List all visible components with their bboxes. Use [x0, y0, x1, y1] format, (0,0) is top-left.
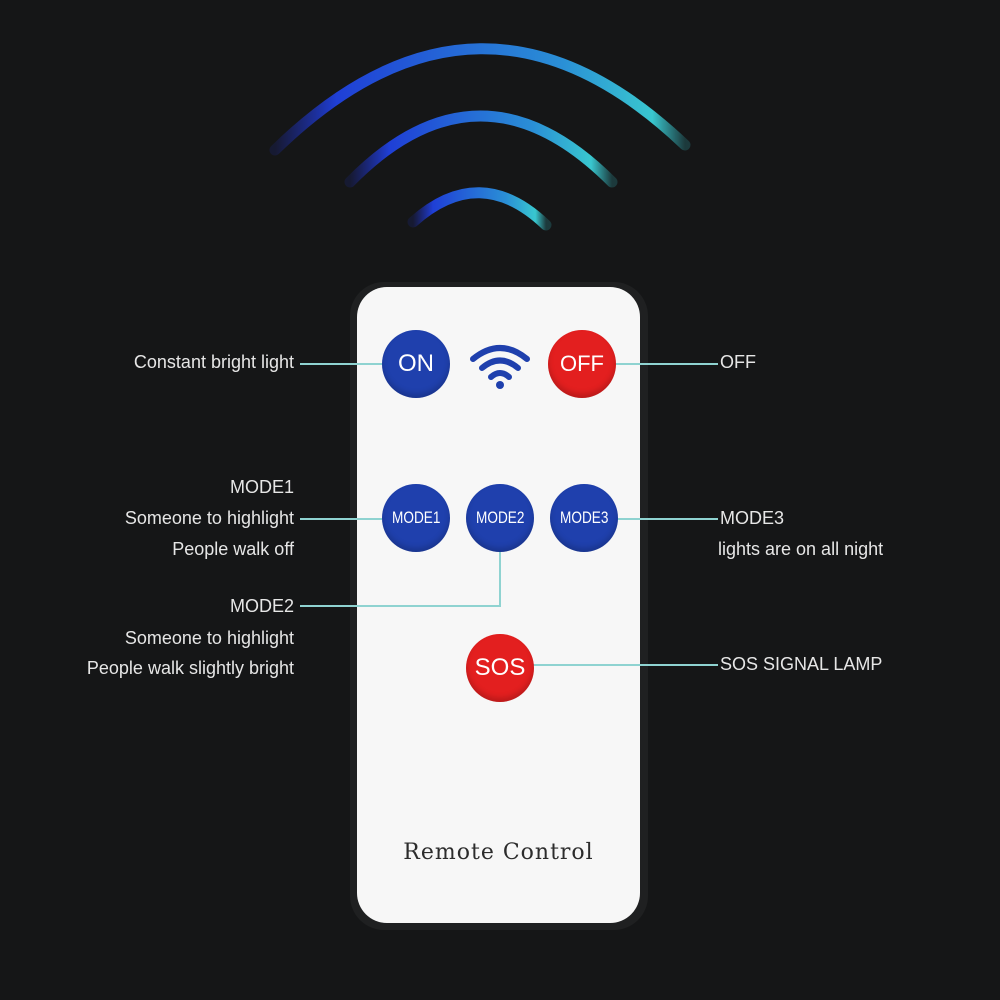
mode1-annotation-line1: Someone to highlight: [124, 508, 294, 528]
mode2-annotation-line2: People walk slightly bright: [86, 658, 294, 678]
wifi-icon: [470, 345, 530, 389]
sos-button[interactable]: SOS: [466, 634, 534, 702]
signal-waves-icon: [269, 43, 691, 231]
mode2-button[interactable]: MODE2: [466, 484, 534, 552]
mode1-button[interactable]: MODE1: [382, 484, 450, 552]
mode1-annotation-title: MODE1: [229, 477, 294, 497]
mode3-button[interactable]: MODE3: [550, 484, 618, 552]
remote-brand-label: Remote Control: [403, 840, 594, 865]
mode3-annotation-title: MODE3: [720, 508, 785, 528]
on-button-label: ON: [398, 350, 434, 377]
mode1-button-label: MODE1: [391, 508, 441, 527]
off-annotation: OFF: [720, 352, 756, 372]
off-button-label: OFF: [560, 351, 604, 376]
mode2-annotation-line1: Someone to highlight: [124, 628, 294, 648]
signal-wave-middle: [344, 110, 618, 188]
signal-wave-inner: [407, 187, 552, 231]
mode2-button-label: MODE2: [475, 508, 525, 527]
mode3-button-label: MODE3: [559, 508, 609, 527]
off-button[interactable]: OFF: [548, 330, 616, 398]
on-button[interactable]: ON: [382, 330, 450, 398]
on-annotation: Constant bright light: [133, 352, 294, 372]
sos-annotation: SOS SIGNAL LAMP: [720, 654, 883, 674]
mode3-annotation-line1: lights are on all night: [718, 539, 884, 559]
mode2-annotation-title: MODE2: [229, 596, 294, 616]
sos-button-label: SOS: [474, 654, 526, 681]
mode1-annotation-line2: People walk off: [172, 539, 294, 559]
signal-wave-outer: [269, 43, 691, 156]
